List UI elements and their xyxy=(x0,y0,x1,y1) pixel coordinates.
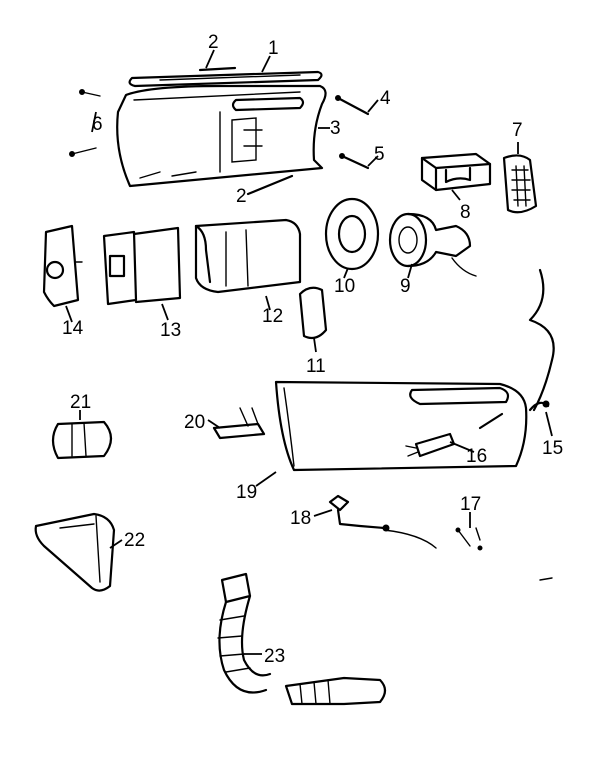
part-19-lower-housing xyxy=(274,380,528,472)
label-part-15: 15 xyxy=(542,438,563,459)
part-3-housing-top xyxy=(116,84,327,188)
label-part-7: 7 xyxy=(512,120,523,141)
label-part-1: 1 xyxy=(268,38,279,59)
part-23-hose xyxy=(217,572,387,706)
label-part-2-top: 2 xyxy=(208,32,219,53)
part-21-roller xyxy=(51,420,113,460)
label-part-3: 3 xyxy=(330,118,341,139)
label-part-21: 21 xyxy=(70,392,91,413)
part-9-motor xyxy=(388,212,477,277)
label-part-16: 16 xyxy=(466,446,487,467)
part-6-pins xyxy=(69,89,101,157)
label-part-20: 20 xyxy=(184,412,205,433)
part-18-wiring xyxy=(328,494,437,549)
label-part-6: 6 xyxy=(92,114,103,135)
label-part-14: 14 xyxy=(62,318,84,339)
part-20-bracket xyxy=(212,407,266,440)
label-part-22: 22 xyxy=(124,530,145,551)
label-part-23: 23 xyxy=(264,646,285,667)
part-2-rod-bottom xyxy=(246,174,294,196)
label-part-5: 5 xyxy=(374,144,385,165)
part-4-screw xyxy=(335,95,370,116)
part-12-bag-housing xyxy=(194,218,302,294)
part-17-screws xyxy=(455,527,483,551)
part-13-dust-bag xyxy=(102,226,182,306)
part-14-bag-collar xyxy=(42,224,83,308)
part-15-power-cord xyxy=(528,268,555,412)
label-part-4: 4 xyxy=(380,88,391,109)
label-part-18: 18 xyxy=(290,508,311,529)
part-8-holder xyxy=(420,152,492,192)
label-part-11: 11 xyxy=(306,356,326,377)
part-11-filter-pad xyxy=(298,286,328,340)
stray-mark xyxy=(539,577,553,581)
label-part-13: 13 xyxy=(160,320,181,341)
part-16-switch xyxy=(405,412,504,458)
part-1-top-cover xyxy=(128,70,323,88)
part-22-floor-nozzle xyxy=(34,512,116,592)
label-part-9: 9 xyxy=(400,276,411,297)
label-part-8: 8 xyxy=(460,202,471,223)
label-part-10: 10 xyxy=(334,276,355,297)
label-part-17: 17 xyxy=(460,494,481,515)
part-5-screw xyxy=(339,153,370,170)
label-part-2-bottom: 2 xyxy=(236,186,247,207)
part-10-gasket xyxy=(324,197,380,271)
part-2-rod-top xyxy=(198,66,237,72)
label-part-19: 19 xyxy=(236,482,257,503)
part-7-grille xyxy=(502,154,538,214)
label-part-12: 12 xyxy=(262,306,283,327)
leader-lines xyxy=(65,49,553,655)
